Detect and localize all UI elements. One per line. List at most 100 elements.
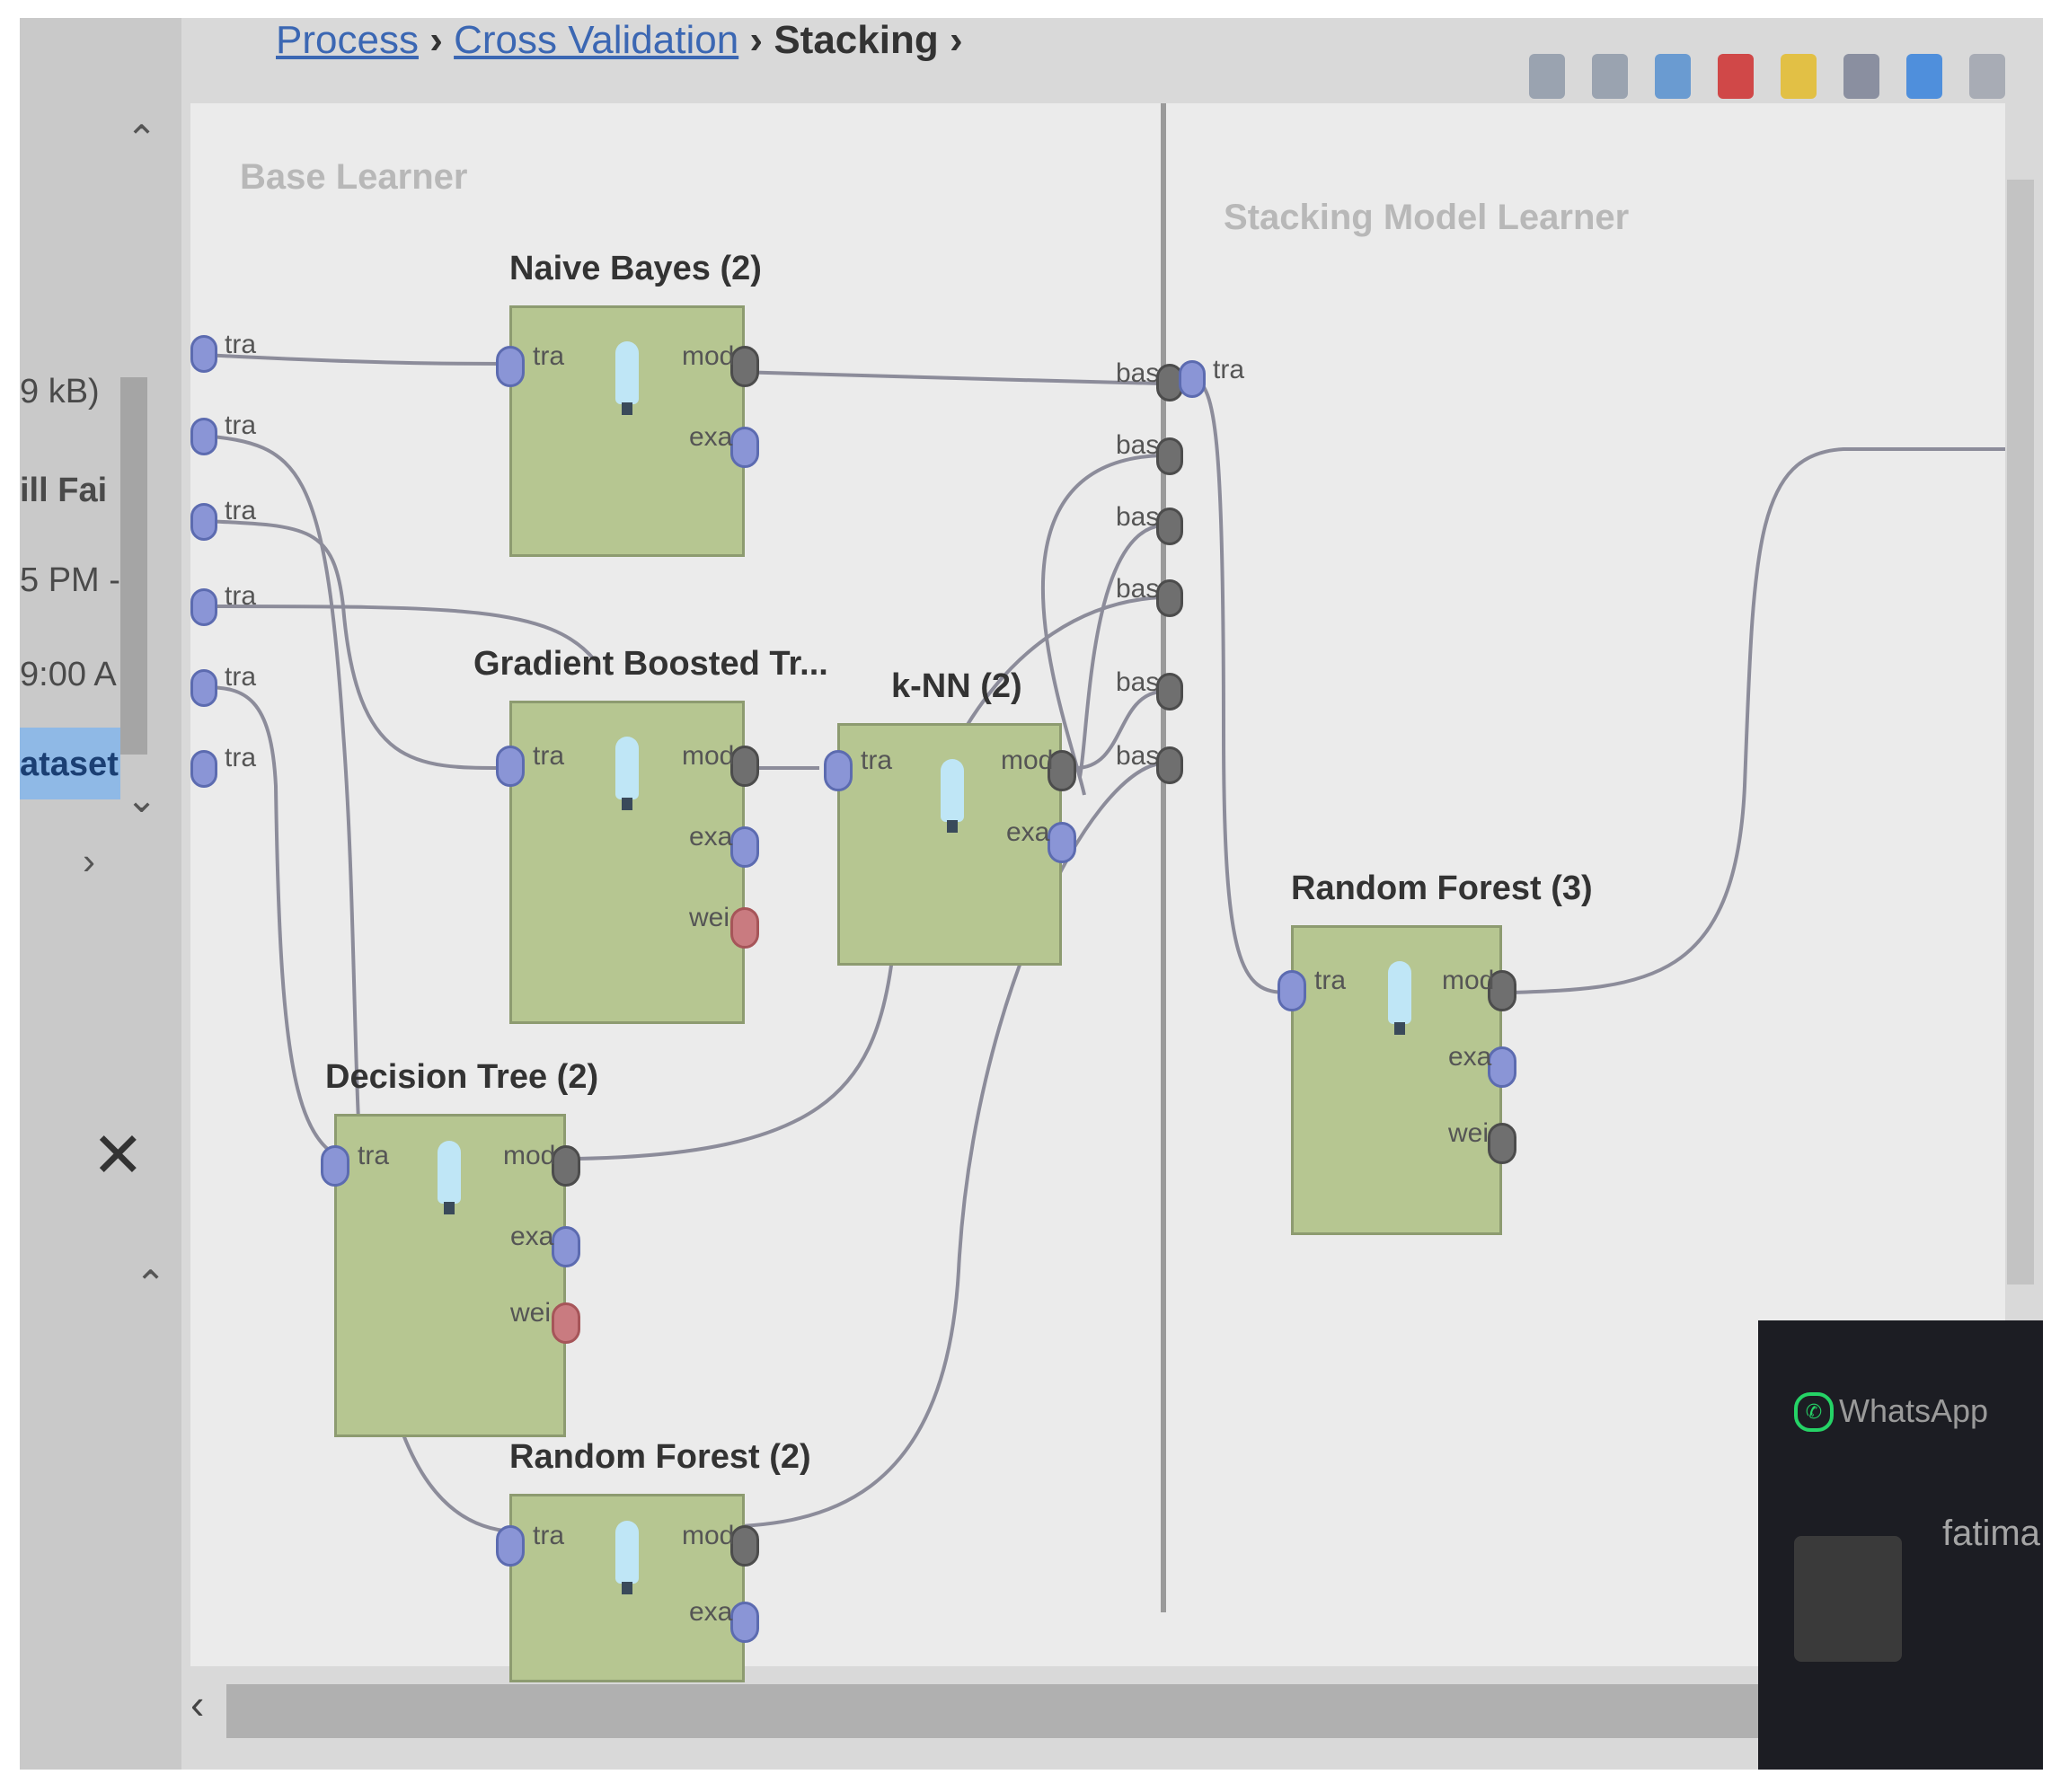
port-model-output[interactable]	[730, 346, 759, 387]
port-label: tra	[358, 1141, 390, 1170]
base-input-port[interactable]	[190, 669, 217, 707]
stacking-port-label: tra	[1213, 355, 1245, 384]
port-label: exa	[689, 422, 733, 452]
stacking-base-port[interactable]	[1156, 579, 1183, 617]
base-input-port[interactable]	[190, 418, 217, 455]
operator-title: Naive Bayes (2)	[509, 250, 762, 287]
port-label: exa	[689, 822, 733, 852]
process-canvas[interactable]: Base Learner Stacking Model Learner	[190, 103, 2005, 1682]
breadcrumb-cross-validation[interactable]: Cross Validation	[454, 18, 739, 62]
port-training-input[interactable]	[496, 746, 525, 787]
screen: ⌃ 9 kB) ill Fai 5 PM - 9:00 A ataset ⌄ ›…	[20, 18, 2043, 1770]
avatar	[1794, 1536, 1902, 1662]
port-label: tra	[533, 341, 565, 371]
wire-tra1-to-nb	[203, 353, 506, 366]
close-icon[interactable]: ✕	[92, 1120, 145, 1190]
breadcrumb-process[interactable]: Process	[276, 18, 419, 62]
port-label: mod	[682, 1521, 735, 1550]
breadcrumb: Process › Cross Validation › Stacking ›	[276, 18, 963, 81]
port-example-output[interactable]	[1488, 1046, 1516, 1088]
vertical-scrollbar[interactable]	[2007, 180, 2034, 1284]
scroll-left-icon[interactable]: ‹	[190, 1681, 205, 1727]
stacking-port-label: bas	[1116, 667, 1160, 697]
port-weights-output[interactable]	[552, 1302, 580, 1344]
base-input-port[interactable]	[190, 588, 217, 626]
scroll-up-icon[interactable]: ⌃	[135, 1263, 167, 1305]
chevron-right-icon[interactable]: ›	[83, 840, 95, 882]
port-model-output[interactable]	[730, 746, 759, 787]
base-port-label: tra	[225, 743, 257, 772]
port-model-output[interactable]	[552, 1145, 580, 1187]
port-label: mod	[682, 741, 735, 771]
stacking-base-port[interactable]	[1156, 508, 1183, 545]
wire-rf2-to-bas6	[706, 762, 1162, 1529]
base-learner-title: Base Learner	[240, 157, 468, 197]
zoom-in-icon[interactable]	[1529, 54, 1565, 99]
base-port-label: tra	[225, 330, 257, 359]
port-model-output[interactable]	[730, 1525, 759, 1567]
port-training-input[interactable]	[496, 346, 525, 387]
scroll-up-icon[interactable]: ⌃	[126, 118, 158, 160]
stacking-base-port[interactable]	[1156, 673, 1183, 711]
left-panel-line: 9 kB)	[20, 373, 100, 410]
zoom-out-icon[interactable]	[1592, 54, 1628, 99]
base-input-port[interactable]	[190, 335, 217, 373]
port-weights-output[interactable]	[730, 907, 759, 949]
breadcrumb-separator: ›	[949, 18, 963, 62]
port-label: mod	[503, 1141, 556, 1170]
breadcrumb-separator: ›	[429, 18, 443, 62]
breadcrumb-separator: ›	[749, 18, 764, 62]
port-model-output[interactable]	[1048, 750, 1076, 791]
layout-icon[interactable]	[1655, 54, 1691, 99]
wire-rf3-to-output	[1510, 447, 2005, 994]
subprocess-divider[interactable]	[1161, 103, 1166, 1612]
wire-knn-to-bas3	[1078, 524, 1162, 778]
port-label: exa	[510, 1222, 554, 1251]
port-label: wei	[689, 903, 730, 932]
lightbulb-icon	[615, 737, 639, 810]
whatsapp-notification[interactable]: ✆ WhatsApp fatima	[1758, 1320, 2043, 1770]
fullscreen-icon[interactable]	[1969, 54, 2005, 99]
port-training-input[interactable]	[1278, 970, 1306, 1011]
port-label: exa	[1448, 1042, 1492, 1072]
left-panel-scrollbar[interactable]	[120, 377, 147, 755]
scroll-down-icon[interactable]: ⌄	[126, 778, 158, 820]
port-weights-output[interactable]	[1488, 1123, 1516, 1164]
tools-icon[interactable]	[1843, 54, 1879, 99]
base-input-port[interactable]	[190, 750, 217, 788]
port-example-output[interactable]	[730, 826, 759, 868]
left-panel-line: ataset	[20, 746, 119, 783]
left-panel-line: 5 PM -	[20, 561, 120, 599]
wire-knn-mod-to-bas5	[1074, 690, 1162, 770]
port-training-input[interactable]	[496, 1525, 525, 1567]
port-label: mod	[682, 341, 735, 371]
base-input-port[interactable]	[190, 503, 217, 541]
notification-sender: fatima	[1942, 1514, 2040, 1553]
operator-body[interactable]	[837, 723, 1062, 966]
left-panel: ⌃ 9 kB) ill Fai 5 PM - 9:00 A ataset ⌄ ›…	[20, 18, 181, 1770]
horizontal-scrollbar[interactable]	[226, 1684, 1772, 1738]
share-icon[interactable]	[1906, 54, 1942, 99]
left-panel-selected-row[interactable]	[20, 728, 120, 799]
port-training-input[interactable]	[824, 750, 853, 791]
wire-tra3-to-gbt	[203, 519, 506, 770]
left-panel-line: 9:00 A	[20, 656, 117, 693]
port-example-output[interactable]	[730, 427, 759, 468]
stacking-training-port[interactable]	[1179, 360, 1206, 398]
wire-tra5-to-dt	[203, 685, 371, 1165]
port-example-output[interactable]	[552, 1226, 580, 1267]
operator-title: Random Forest (2)	[509, 1438, 811, 1476]
port-label: mod	[1001, 746, 1054, 775]
note-icon[interactable]	[1781, 54, 1817, 99]
port-label: exa	[1006, 817, 1050, 847]
base-port-label: tra	[225, 410, 257, 440]
port-model-output[interactable]	[1488, 970, 1516, 1011]
bookmark-icon[interactable]	[1718, 54, 1754, 99]
stacking-base-port[interactable]	[1156, 437, 1183, 475]
port-example-output[interactable]	[1048, 822, 1076, 863]
port-example-output[interactable]	[730, 1602, 759, 1643]
stacking-base-port[interactable]	[1156, 746, 1183, 784]
wire-tra4-to-knn	[203, 605, 597, 662]
lightbulb-icon	[941, 759, 964, 833]
port-training-input[interactable]	[321, 1145, 349, 1187]
